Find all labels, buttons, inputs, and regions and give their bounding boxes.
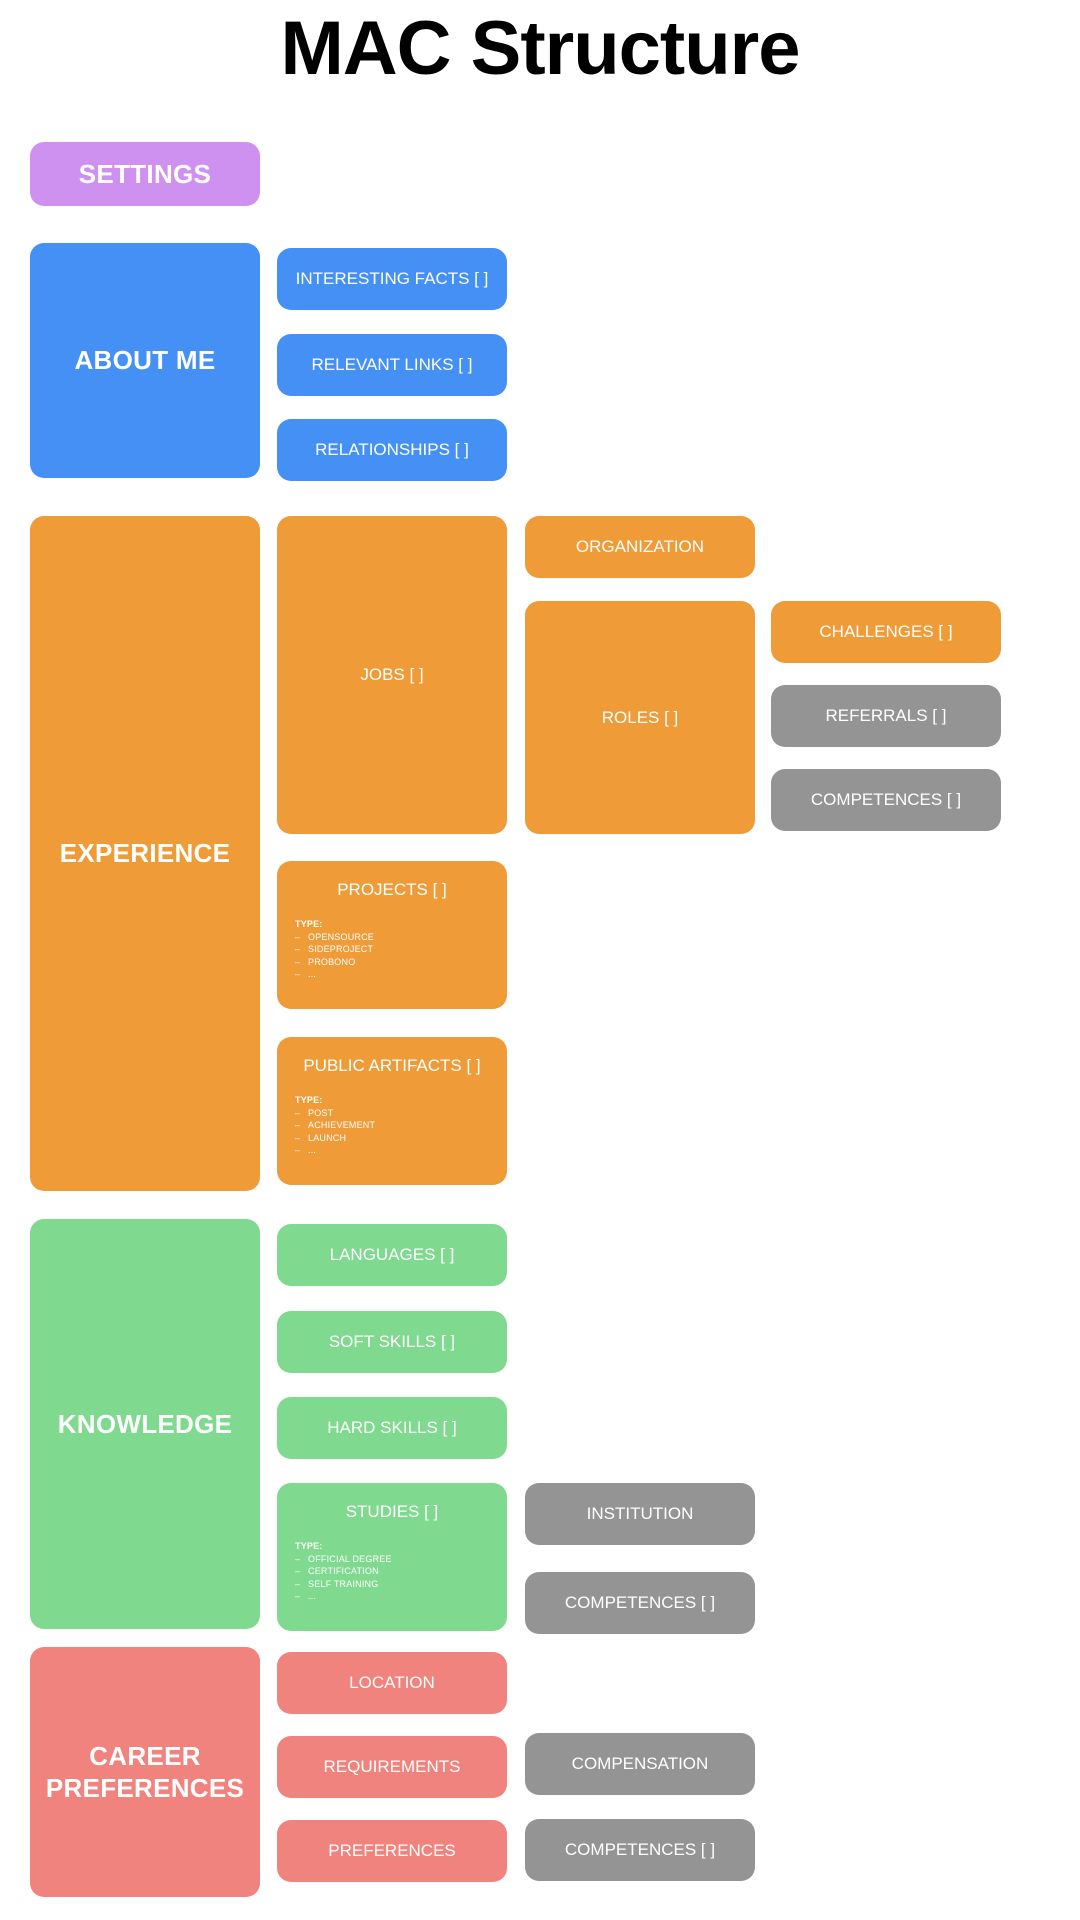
node-interesting-facts-label: INTERESTING FACTS [ ] (295, 269, 489, 289)
node-relevant-links-label: RELEVANT LINKS [ ] (311, 355, 473, 375)
node-experience[interactable]: EXPERIENCE (30, 516, 260, 1191)
node-projects[interactable]: PROJECTS [ ] TYPE: –OPENSOURCE –SIDEPROJ… (277, 861, 507, 1009)
node-competences-studies-label: COMPETENCES [ ] (564, 1593, 716, 1613)
type-list: –OPENSOURCE –SIDEPROJECT –PROBONO –... (295, 931, 507, 981)
node-organization-label: ORGANIZATION (575, 537, 705, 557)
node-languages[interactable]: LANGUAGES [ ] (277, 1224, 507, 1286)
type-heading: TYPE: (295, 919, 323, 930)
type-list-item: –SIDEPROJECT (295, 944, 374, 955)
node-settings[interactable]: SETTINGS (30, 142, 260, 206)
type-list-item: –POST (295, 1107, 334, 1118)
node-experience-label: EXPERIENCE (59, 838, 231, 869)
node-competences-preferences-label: COMPETENCES [ ] (564, 1840, 716, 1860)
node-settings-label: SETTINGS (78, 158, 212, 189)
node-competences-roles-label: COMPETENCES [ ] (810, 790, 962, 810)
node-referrals-label: REFERRALS [ ] (825, 706, 947, 726)
node-studies-label: STUDIES [ ] (345, 1502, 439, 1521)
node-organization[interactable]: ORGANIZATION (525, 516, 755, 578)
node-public-artifacts[interactable]: PUBLIC ARTIFACTS [ ] TYPE: –POST –ACHIEV… (277, 1037, 507, 1185)
type-list-item: –OFFICIAL DEGREE (295, 1553, 392, 1564)
node-about-me[interactable]: ABOUT ME (30, 243, 260, 478)
type-list-item: –CERTIFICATION (295, 1566, 379, 1577)
node-soft-skills-label: SOFT SKILLS [ ] (328, 1332, 456, 1352)
node-challenges-label: CHALLENGES [ ] (819, 622, 953, 642)
node-competences-preferences[interactable]: COMPETENCES [ ] (525, 1819, 755, 1881)
page-title: MAC Structure (280, 6, 800, 91)
node-relationships[interactable]: RELATIONSHIPS [ ] (277, 419, 507, 481)
node-compensation[interactable]: COMPENSATION (525, 1733, 755, 1795)
type-list-item: –LAUNCH (295, 1132, 347, 1143)
node-competences-roles[interactable]: COMPETENCES [ ] (771, 769, 1001, 831)
node-competences-studies[interactable]: COMPETENCES [ ] (525, 1572, 755, 1634)
type-list-item: –SELF TRAINING (295, 1578, 379, 1589)
node-knowledge-label: KNOWLEDGE (57, 1408, 233, 1439)
node-public-artifacts-type-block: TYPE: –POST –ACHIEVEMENT –LAUNCH –... (295, 1094, 507, 1157)
node-roles-label: ROLES [ ] (601, 707, 679, 727)
node-preferences[interactable]: PREFERENCES (277, 1820, 507, 1882)
node-referrals[interactable]: REFERRALS [ ] (771, 685, 1001, 747)
type-heading: TYPE: (295, 1541, 323, 1552)
type-list-item: –OPENSOURCE (295, 931, 375, 942)
node-career-preferences-label: CAREER PREFERENCES (45, 1740, 245, 1804)
node-location[interactable]: LOCATION (277, 1652, 507, 1714)
node-location-label: LOCATION (349, 1673, 435, 1693)
node-about-me-label: ABOUT ME (74, 345, 216, 376)
type-list: –POST –ACHIEVEMENT –LAUNCH –... (295, 1107, 507, 1157)
type-list-item: –ACHIEVEMENT (295, 1120, 376, 1131)
node-relationships-label: RELATIONSHIPS [ ] (315, 440, 469, 460)
node-projects-label: PROJECTS [ ] (337, 880, 447, 899)
node-institution[interactable]: INSTITUTION (525, 1483, 755, 1545)
node-jobs-label: JOBS [ ] (360, 665, 424, 685)
node-hard-skills-label: HARD SKILLS [ ] (327, 1418, 457, 1438)
node-projects-type-block: TYPE: –OPENSOURCE –SIDEPROJECT –PROBONO … (295, 918, 507, 981)
node-interesting-facts[interactable]: INTERESTING FACTS [ ] (277, 248, 507, 310)
node-preferences-label: PREFERENCES (328, 1841, 456, 1861)
node-knowledge[interactable]: KNOWLEDGE (30, 1219, 260, 1629)
node-languages-label: LANGUAGES [ ] (329, 1245, 455, 1265)
node-career-preferences[interactable]: CAREER PREFERENCES (30, 1647, 260, 1897)
node-studies-type-block: TYPE: –OFFICIAL DEGREE –CERTIFICATION –S… (295, 1540, 507, 1603)
node-requirements-label: REQUIREMENTS (323, 1757, 461, 1777)
node-soft-skills[interactable]: SOFT SKILLS [ ] (277, 1311, 507, 1373)
node-studies[interactable]: STUDIES [ ] TYPE: –OFFICIAL DEGREE –CERT… (277, 1483, 507, 1631)
type-heading: TYPE: (295, 1095, 323, 1106)
type-list-item: –... (295, 969, 317, 980)
node-hard-skills[interactable]: HARD SKILLS [ ] (277, 1397, 507, 1459)
type-list-item: –... (295, 1591, 317, 1602)
type-list-item: –PROBONO (295, 956, 356, 967)
node-compensation-label: COMPENSATION (571, 1754, 709, 1774)
node-roles[interactable]: ROLES [ ] (525, 601, 755, 834)
node-jobs[interactable]: JOBS [ ] (277, 516, 507, 834)
node-relevant-links[interactable]: RELEVANT LINKS [ ] (277, 334, 507, 396)
node-public-artifacts-label: PUBLIC ARTIFACTS [ ] (303, 1056, 481, 1075)
node-requirements[interactable]: REQUIREMENTS (277, 1736, 507, 1798)
type-list: –OFFICIAL DEGREE –CERTIFICATION –SELF TR… (295, 1553, 507, 1603)
node-challenges[interactable]: CHALLENGES [ ] (771, 601, 1001, 663)
type-list-item: –... (295, 1145, 317, 1156)
node-institution-label: INSTITUTION (586, 1504, 694, 1524)
